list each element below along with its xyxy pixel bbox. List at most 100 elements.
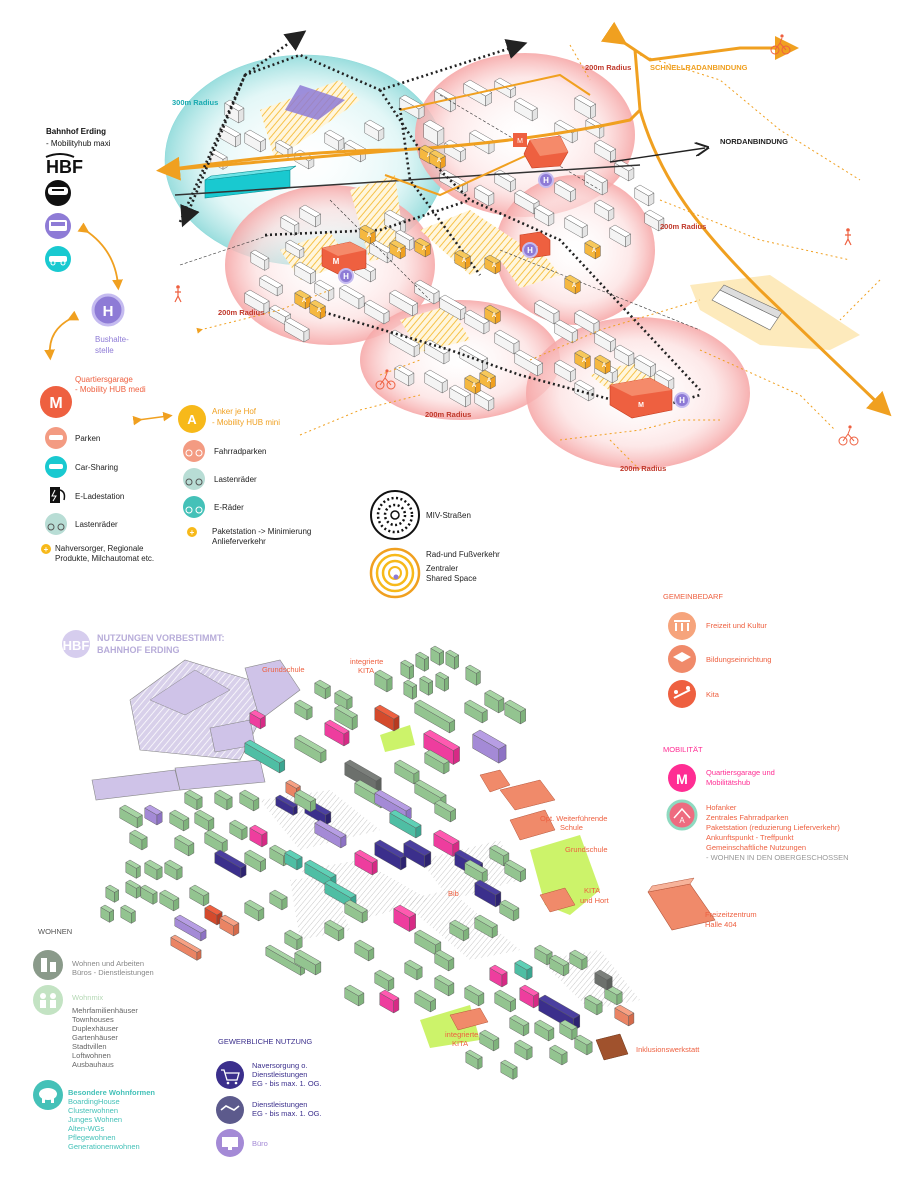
building-lilac bbox=[472, 729, 507, 764]
building-green bbox=[549, 954, 570, 977]
cyclist-icon bbox=[838, 425, 859, 446]
svg-text:HBF: HBF bbox=[63, 638, 90, 653]
miv-legend-icon bbox=[370, 490, 420, 540]
minor-roads bbox=[179, 94, 701, 331]
label-radius-southeast: 200m Radius bbox=[620, 464, 666, 473]
anker-box: A bbox=[429, 149, 446, 170]
building-green bbox=[144, 859, 163, 881]
building-green bbox=[334, 689, 353, 711]
legend-paket-1: Paketstation -> Minimierung bbox=[212, 527, 311, 536]
building-pink bbox=[354, 849, 378, 876]
building-white bbox=[534, 299, 560, 325]
station-platform bbox=[285, 85, 345, 120]
gemeinbedarf-title: GEMEINBEDARF bbox=[663, 592, 723, 601]
wohnmix-title: Wohnmix bbox=[72, 993, 103, 1002]
buildings-top bbox=[210, 77, 675, 412]
building-white bbox=[339, 284, 365, 310]
svg-text:M: M bbox=[517, 138, 523, 145]
bus-stop-label-1: Bushalte- bbox=[95, 335, 129, 344]
charging-station-icon bbox=[50, 487, 66, 503]
building-white bbox=[614, 159, 635, 182]
building-white bbox=[609, 224, 632, 248]
gewerbe-legend: GEWERBLICHE NUTZUNG Naversorgung o. Dien… bbox=[216, 1037, 322, 1157]
legend-e-ladestation: E-Ladestation bbox=[75, 492, 124, 501]
wohnmix-icon bbox=[33, 985, 63, 1015]
label-radius-north: 200m Radius bbox=[585, 63, 631, 72]
rad-legend-icon bbox=[369, 547, 421, 599]
building-green bbox=[414, 929, 442, 956]
building-white bbox=[389, 289, 419, 317]
building-white bbox=[614, 344, 635, 367]
building-white bbox=[364, 119, 385, 142]
label-radius-west: 200m Radius bbox=[218, 308, 264, 317]
family-icon bbox=[33, 950, 63, 980]
label-inklusion: Inklusionswerkstatt bbox=[636, 1045, 700, 1054]
wohnen-arbeiten-1: Wohnen und Arbeiten bbox=[72, 959, 144, 968]
building-white bbox=[474, 184, 495, 207]
bike-paths-dotted bbox=[196, 44, 881, 471]
anker-box: A bbox=[574, 349, 591, 370]
anker-box: A bbox=[414, 237, 431, 258]
top-left-legend: Bahnhof Erding - Mobilityhub maxi HBF H … bbox=[40, 127, 500, 599]
svg-text:Junges Wohnen: Junges Wohnen bbox=[68, 1115, 122, 1124]
svg-text:A: A bbox=[462, 258, 467, 264]
building-green bbox=[484, 689, 505, 714]
connector-arrow-hbf bbox=[77, 222, 123, 291]
building-green bbox=[120, 904, 136, 924]
plus-icon: + bbox=[41, 544, 51, 554]
building-white bbox=[244, 129, 267, 153]
building-navy bbox=[403, 839, 432, 868]
bike-parking-icon bbox=[183, 440, 205, 462]
svg-text:A: A bbox=[492, 313, 497, 319]
map-labels: 300m Radius 200m Radius 200m Radius 200m… bbox=[172, 63, 788, 473]
monitor-icon bbox=[216, 1129, 244, 1157]
svg-text:A: A bbox=[397, 248, 402, 254]
hbf-title: Bahnhof Erding bbox=[46, 127, 106, 136]
svg-text:H: H bbox=[103, 303, 114, 320]
building-green bbox=[244, 849, 267, 873]
building-salmon bbox=[170, 934, 202, 961]
svg-text:Townhouses: Townhouses bbox=[72, 1015, 114, 1024]
svg-text:- WOHNEN IN DEN OBERGESCHOSSEN: - WOHNEN IN DEN OBERGESCHOSSEN bbox=[706, 853, 849, 862]
svg-text:Paketstation (reduzierung Lief: Paketstation (reduzierung Lieferverkehr) bbox=[706, 823, 840, 832]
hbf-subtitle: - Mobilityhub maxi bbox=[46, 139, 111, 148]
building-white bbox=[250, 249, 270, 271]
building-green bbox=[504, 859, 527, 883]
hub-m-southeast: M bbox=[609, 377, 673, 419]
svg-text:A: A bbox=[679, 816, 685, 825]
legend-fahrradparken: Fahrradparken bbox=[214, 447, 266, 456]
building-white bbox=[574, 379, 595, 402]
svg-text:A: A bbox=[492, 263, 497, 269]
building-white bbox=[384, 209, 407, 235]
building-white bbox=[369, 239, 393, 264]
building-green bbox=[434, 974, 455, 997]
building-lilac bbox=[174, 914, 207, 942]
railway-line bbox=[174, 164, 641, 196]
svg-text:H: H bbox=[527, 246, 533, 255]
freizeit-label-2: Halle 404 bbox=[705, 920, 737, 929]
building-white bbox=[449, 384, 472, 408]
building-green bbox=[129, 829, 148, 851]
legend-car-sharing: Car-Sharing bbox=[75, 463, 118, 472]
svg-text:A: A bbox=[427, 153, 432, 159]
label-schule-b: Schule bbox=[560, 823, 583, 832]
legend-lastenraeder-right: Lastenräder bbox=[214, 475, 257, 484]
label-kitahort-a: KITA bbox=[584, 886, 600, 895]
building-white bbox=[594, 199, 615, 222]
svg-text:HBF: HBF bbox=[46, 157, 83, 177]
svg-text:A: A bbox=[592, 248, 597, 254]
building-green bbox=[479, 1029, 500, 1052]
building-white bbox=[424, 369, 448, 394]
plus-icon-right: + bbox=[187, 527, 197, 537]
building-green bbox=[125, 859, 141, 879]
bike-route-north bbox=[600, 21, 799, 62]
label-kita-1b: KITA bbox=[358, 666, 374, 675]
building-green bbox=[404, 959, 423, 981]
anker-subtitle: - Mobility HUB mini bbox=[212, 418, 280, 427]
building-navy bbox=[275, 794, 298, 816]
building-green bbox=[174, 834, 195, 857]
building-white bbox=[414, 279, 440, 305]
building-white bbox=[314, 279, 335, 302]
building-navy bbox=[374, 839, 407, 871]
